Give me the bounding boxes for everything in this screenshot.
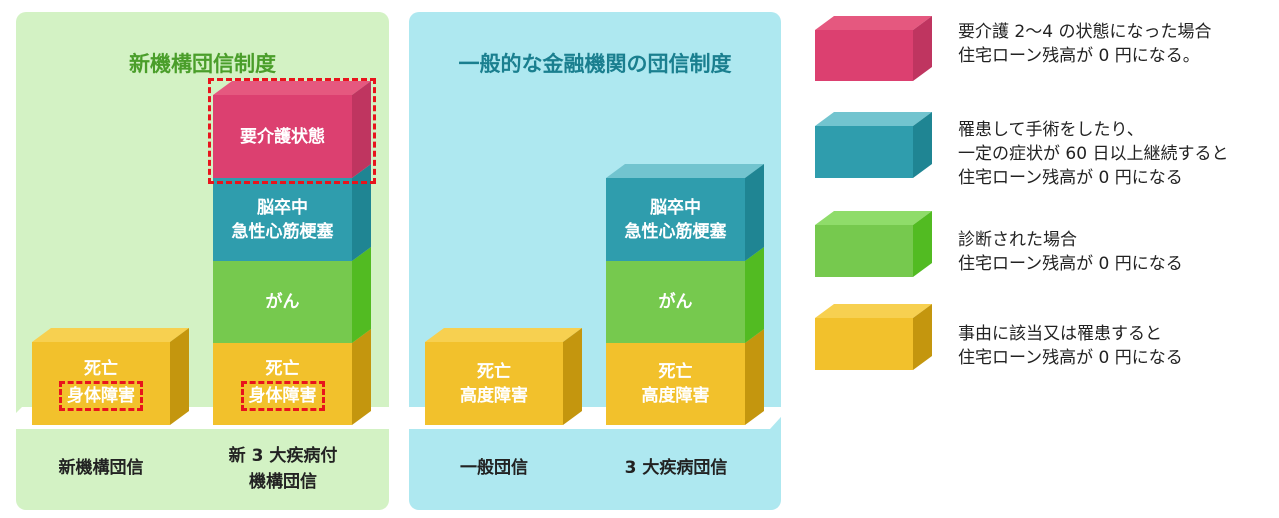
highlight-label: 身体障害 [59, 380, 143, 411]
bar-nursing-care: 要介護状態 [213, 95, 352, 178]
column-label-line: 新 3 大疾病付 [228, 446, 338, 466]
bar-label: 急性心筋梗塞 [624, 221, 727, 242]
highlight-label: 身体障害 [240, 381, 325, 411]
legend-swatch-nursing-care [815, 30, 913, 81]
legend-text: 事由に該当又は罹患すると住宅ローン残高が 0 円になる [958, 324, 1183, 368]
bar-label: 高度障害 [460, 385, 528, 406]
bar-label: 要介護状態 [240, 126, 325, 147]
column-label: 新機構団信 [58, 458, 144, 478]
floor-platform [0, 407, 790, 429]
column-label-line: 機構団信 [249, 472, 317, 492]
panel-title: 新機構団信制度 [129, 52, 276, 76]
legend-text: 罹患して手術をしたり、一定の症状が 60 日以上継続すると住宅ローン残高が 0 … [958, 120, 1229, 188]
bar-label: 死亡 [658, 362, 693, 382]
bar-label: 脳卒中 [257, 197, 308, 218]
legend-text: 診断された場合住宅ローン残高が 0 円になる [958, 230, 1183, 274]
bar-label: 死亡 [84, 358, 118, 379]
bar-label: 死亡 [265, 359, 300, 379]
column-label: 3 大疾病団信 [624, 458, 728, 478]
bar-label: がん [658, 292, 693, 312]
bar-stroke-heart: 脳卒中急性心筋梗塞 [213, 178, 352, 261]
legend-swatch-cancer [815, 225, 913, 277]
bar-label: がん [265, 292, 300, 312]
bar-death-severe-disability: 死亡高度障害 [606, 343, 745, 425]
panel-title: 一般的な金融機関の団信制度 [458, 52, 732, 76]
nursing-care-highlight [208, 78, 376, 184]
bar-label: 脳卒中 [650, 197, 701, 218]
bar-label: 死亡 [477, 361, 511, 382]
legend-swatch-death [815, 318, 913, 370]
legend-text: 要介護 2〜4 の状態になった場合住宅ローン残高が 0 円になる。 [958, 22, 1212, 66]
legend-swatch-stroke-heart [815, 126, 913, 178]
bar-label: 高度障害 [641, 386, 710, 406]
column-label: 新 3 大疾病付 機構団信 [198, 443, 368, 495]
column-label: 一般団信 [460, 458, 528, 478]
bar-stroke-heart: 脳卒中急性心筋梗塞 [606, 178, 745, 261]
bar-death-disability: 死亡身体障害 [32, 342, 170, 425]
bar-cancer: がん [213, 261, 352, 343]
bar-death-disability: 死亡身体障害 [213, 343, 352, 425]
bar-death-severe-disability: 死亡高度障害 [425, 342, 563, 425]
bar-label: 急性心筋梗塞 [231, 221, 334, 242]
bar-cancer: がん [606, 261, 745, 343]
